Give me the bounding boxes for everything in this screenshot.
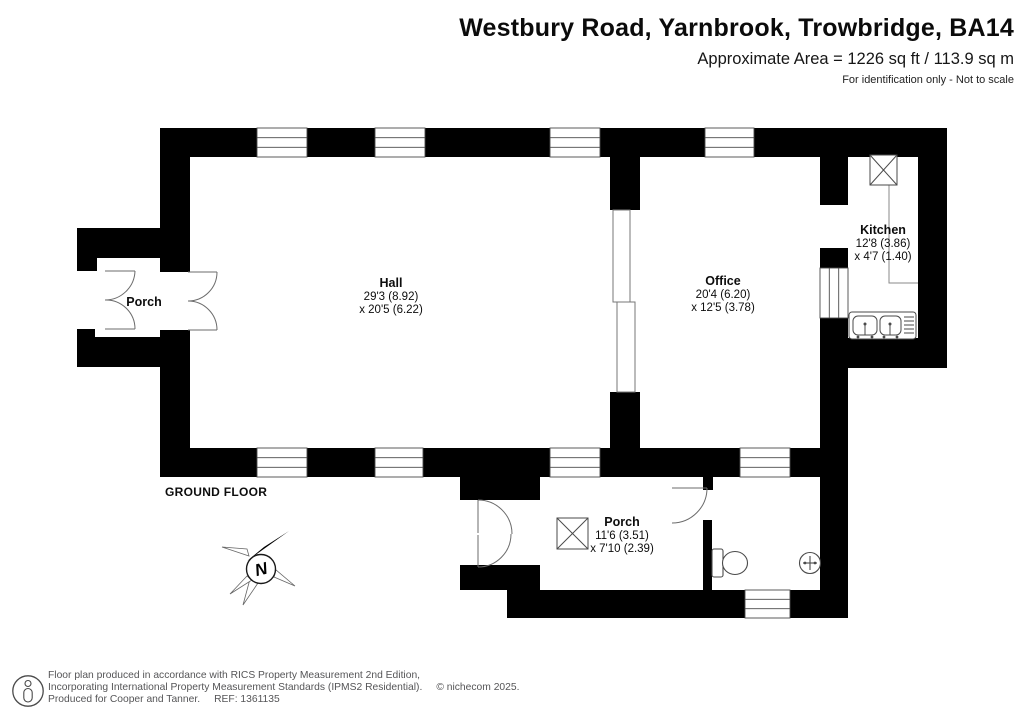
room-dimensions: 11'6 (3.51)	[595, 529, 649, 542]
room-label-porch-front: Porch 11'6 (3.51) x 7'10 (2.39)	[590, 515, 654, 557]
room-name: Hall	[379, 276, 403, 290]
window-icon	[549, 447, 601, 478]
double-door-icon	[477, 499, 513, 568]
double-door-icon	[187, 271, 218, 331]
door-icon	[671, 487, 708, 524]
room-name: Kitchen	[860, 223, 906, 237]
page-title: Westbury Road, Yarnbrook, Trowbridge, BA…	[459, 14, 1014, 42]
person-logo-icon	[12, 675, 44, 707]
room-dimensions: 29'3 (8.92)	[363, 290, 419, 303]
footer-reference: REF: 1361135	[214, 693, 280, 705]
disclaimer-note: For identification only - Not to scale	[842, 74, 1014, 86]
basin-icon	[798, 551, 822, 575]
kitchen-counter	[888, 185, 918, 284]
footer: Floor plan produced in accordance with R…	[48, 670, 519, 705]
compass-north-label: N	[253, 559, 270, 581]
room-name: Porch	[604, 515, 640, 529]
window-icon	[739, 447, 791, 478]
room-dimensions: x 4'7 (1.40)	[854, 251, 912, 263]
room-label-hall: Hall 29'3 (8.92) x 20'5 (6.22)	[359, 276, 423, 318]
window-icon	[374, 447, 424, 478]
title-block: Westbury Road, Yarnbrook, Trowbridge, BA…	[459, 14, 1014, 86]
compass-north-icon: N	[221, 531, 296, 606]
room-name: Office	[705, 274, 741, 288]
room-dimensions: x 7'10 (2.39)	[590, 543, 654, 555]
toilet-icon	[711, 548, 749, 578]
window-icon	[549, 127, 601, 158]
room-dimensions: x 20'5 (6.22)	[359, 304, 423, 316]
floor-title: GROUND FLOOR	[165, 485, 268, 499]
walls	[77, 128, 947, 618]
window-icon	[256, 447, 308, 478]
double-sink-icon	[848, 311, 917, 340]
window-icon	[374, 127, 426, 158]
room-name: Porch	[126, 295, 162, 309]
footer-line-2: Incorporating International Property Mea…	[48, 681, 423, 693]
room-dimensions: 20'4 (6.20)	[695, 288, 751, 301]
room-label-office: Office 20'4 (6.20) x 12'5 (3.78)	[691, 274, 755, 316]
hob-icon	[869, 154, 898, 186]
room-label-kitchen: Kitchen 12'8 (3.86) x 4'7 (1.40)	[854, 223, 912, 265]
double-door-icon	[104, 270, 136, 330]
footer-copyright: © nichecom 2025.	[436, 681, 520, 693]
room-dimensions: x 12'5 (3.78)	[691, 302, 755, 314]
window-icon	[744, 589, 791, 619]
window-icon	[704, 127, 755, 158]
footer-line-1: Floor plan produced in accordance with R…	[48, 670, 421, 681]
internal-door-panels	[612, 209, 636, 393]
room-label-porch-side: Porch	[126, 295, 162, 310]
window-icon	[256, 127, 308, 158]
room-dimensions: 12'8 (3.86)	[855, 237, 911, 250]
windows	[256, 127, 849, 619]
window-icon	[819, 267, 849, 319]
door-swings	[104, 270, 708, 568]
approximate-area: Approximate Area = 1226 sq ft / 113.9 sq…	[697, 50, 1014, 68]
footer-line-3: Produced for Cooper and Tanner.	[48, 693, 201, 705]
appliance-icon	[556, 517, 589, 550]
